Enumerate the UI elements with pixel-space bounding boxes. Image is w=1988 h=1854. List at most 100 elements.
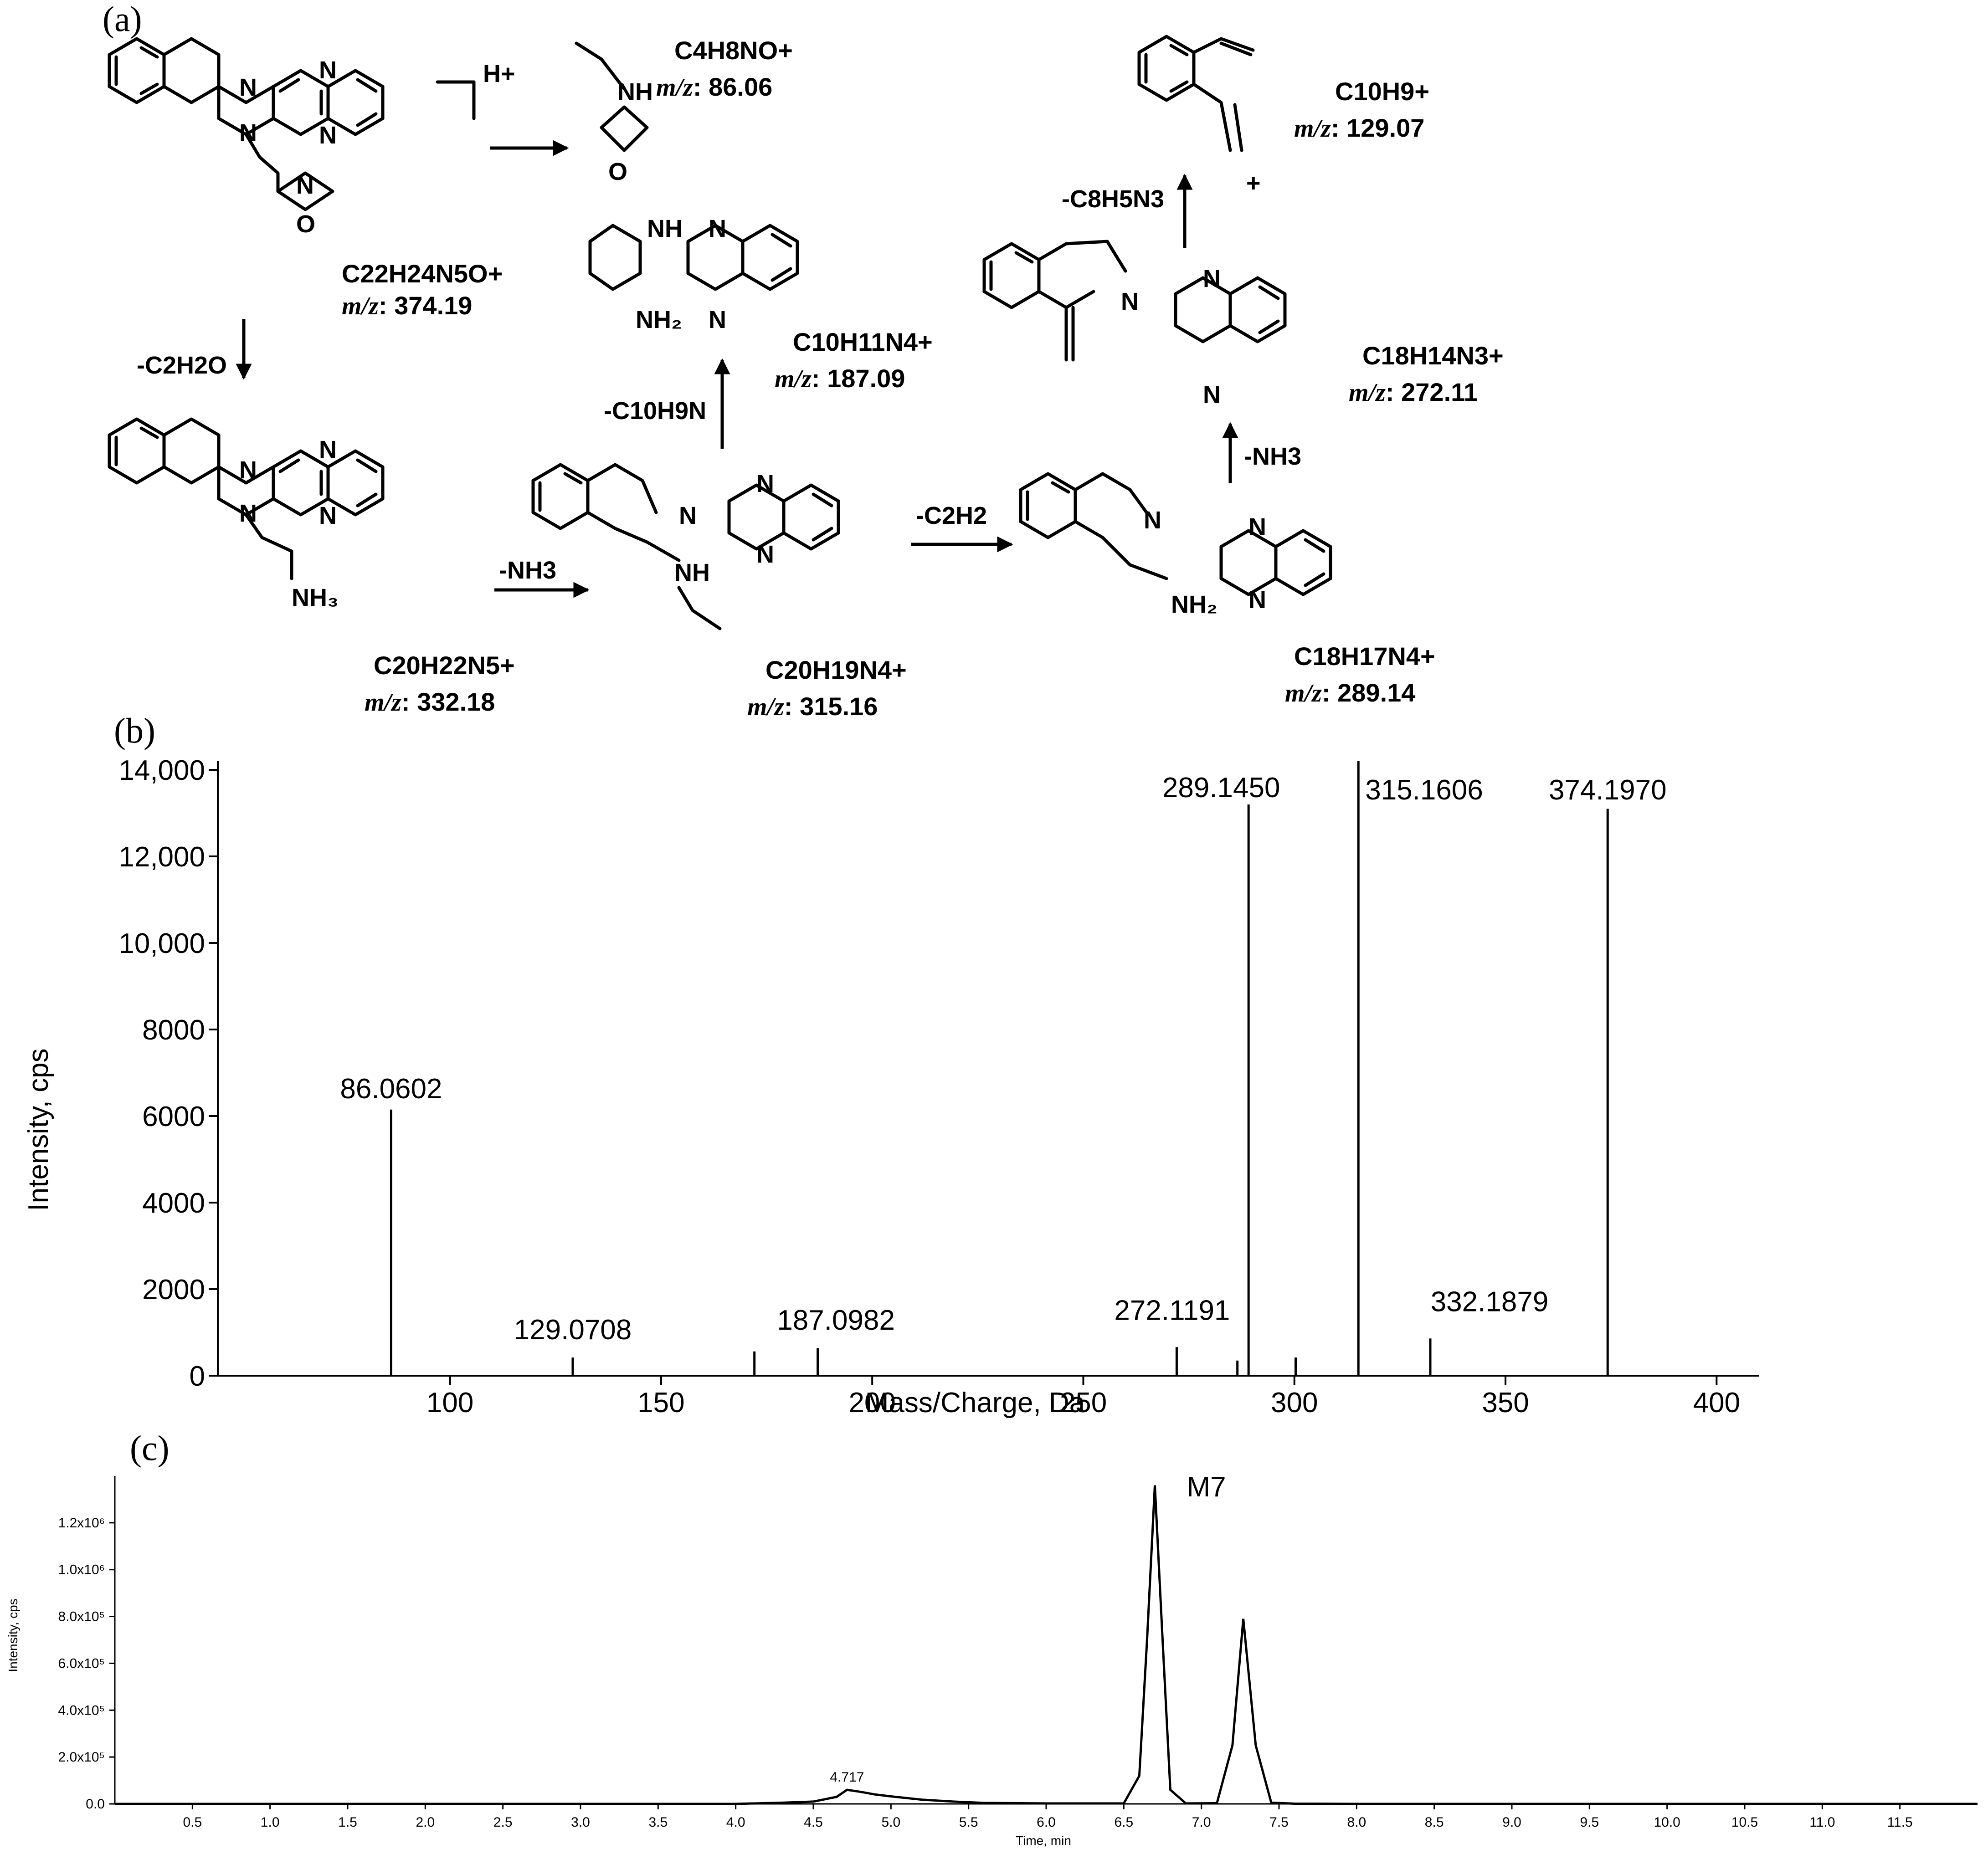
morpholinium-structure: [575, 41, 649, 152]
spectrum-peaks: [390, 761, 1609, 1376]
spectrum-y-tick-label: 10,000: [118, 928, 205, 959]
chromatogram-y-tick-label: 1.0x10⁶: [58, 1562, 105, 1577]
loss-c10h9n: -C10H9N: [604, 397, 706, 425]
chromatogram-x-tick-label: 6.5: [1114, 1815, 1133, 1830]
chromatogram-x-tick-label: 9.0: [1502, 1815, 1521, 1830]
aminoethyl-n4: N: [239, 500, 257, 527]
spectrum-x-tick-label: 350: [1482, 1387, 1529, 1419]
loss-nh3-b: -NH3: [1244, 443, 1301, 470]
chromatogram-x-tick-label: 5.0: [881, 1815, 900, 1830]
iminium-n1: N: [1203, 265, 1221, 292]
vinyl-n2: N: [756, 470, 774, 497]
vinyl-mz-label: m/z: [747, 693, 784, 721]
svg-text:m/z: 187.09: m/z: 187.09: [775, 364, 905, 393]
chromatogram-x-tick-label: 3.5: [648, 1815, 668, 1830]
chromatogram-x-tick-label: 0.5: [183, 1815, 202, 1830]
chromatogram-chart: (c) 0.02.0x10⁵4.0x10⁵6.0x10⁵8.0x10⁵1.0x1…: [6, 1428, 1978, 1848]
spectrum-x-tick-label: 100: [426, 1387, 473, 1419]
panel-label-a: (a): [103, 0, 142, 39]
aminoethyl-structure: [108, 417, 385, 580]
iminium-n2: N: [1203, 381, 1221, 409]
chromatogram-x-tick-label: 7.0: [1192, 1815, 1211, 1830]
iminium-structure: [982, 240, 1287, 362]
svg-text:m/z: 86.06: m/z: 86.06: [656, 72, 772, 102]
chromatogram-y-axis-title: Intensity, cps: [6, 1598, 20, 1672]
parent-structure: [108, 37, 476, 211]
iminium-formula: C18H14N3+: [1362, 341, 1504, 370]
chromatogram-x-axis-title: Time, min: [1016, 1834, 1071, 1848]
spectrum-y-tick-label: 14,000: [118, 755, 205, 786]
tetrahydro-nh2: NH₂: [636, 306, 682, 333]
iminium-mz: 272.11: [1401, 378, 1478, 406]
chromatogram-x-tick-label: 1.0: [261, 1815, 280, 1830]
spectrum-peak-label: 332.1879: [1431, 1286, 1549, 1317]
panel-label-c: (c): [130, 1428, 170, 1468]
chromatogram-x-tick-label: 4.5: [804, 1815, 823, 1830]
styrene-structure: [1137, 35, 1255, 152]
chromatogram-y-tick-label: 0.0: [86, 1797, 105, 1812]
chromatogram-y-tick-label: 8.0x10⁵: [58, 1609, 105, 1624]
spectrum-x-tick-label: 400: [1693, 1387, 1740, 1419]
styrene-plus: +: [1246, 169, 1261, 197]
chromatogram-x-tick-label: 9.5: [1580, 1815, 1599, 1830]
tetrahydro-n2: N: [709, 306, 726, 333]
parent-n-ring: N: [239, 74, 257, 101]
parent-mz-label: m/z: [342, 292, 379, 320]
desvinyl-n3: N: [1248, 586, 1266, 614]
chromatogram-x-tick-label: 11.5: [1887, 1815, 1913, 1830]
loss-c2h2o: -C2H2O: [137, 352, 227, 379]
spectrum-y-tick-label: 2000: [142, 1274, 205, 1306]
spectrum-peak-label: 289.1450: [1162, 772, 1280, 804]
svg-text:m/z: 129.07: m/z: 129.07: [1294, 113, 1424, 143]
aminoethyl-n2: N: [319, 436, 337, 463]
styrene-formula: C10H9+: [1335, 77, 1429, 106]
chromatogram-y-tick-label: 1.2x10⁶: [58, 1516, 105, 1531]
morpholinium-mz: 86.06: [709, 72, 772, 101]
vinyl-nh: NH: [674, 559, 710, 586]
chromatogram-x-tick-label: 3.0: [571, 1815, 590, 1830]
vinyl-n3: N: [756, 541, 774, 568]
iminium-mz-label: m/z: [1349, 379, 1386, 407]
chromatogram-x-tick-label: 8.0: [1347, 1815, 1366, 1830]
spectrum-peak-label: 129.0708: [514, 1314, 632, 1346]
scheme-svg: (a) N N N N N O H+ C22H24N5O+ m/z: 374.1…: [103, 0, 1504, 721]
protonation-label: H+: [483, 60, 515, 87]
spectrum-peak-label: 272.1191: [1114, 1295, 1230, 1326]
tetrahydro-mz: 187.09: [827, 364, 905, 393]
vinyl-formula: C20H19N4+: [765, 656, 907, 684]
parent-formula: C22H24N5O+: [342, 259, 503, 288]
chromatogram-x-tick-label: 8.5: [1425, 1815, 1444, 1830]
parent-mz: 374.19: [394, 291, 472, 320]
svg-text:m/z: 272.11: m/z: 272.11: [1349, 378, 1478, 407]
morpholinium-mz-label: m/z: [656, 73, 693, 102]
spectrum-y-tick-label: 6000: [142, 1101, 205, 1132]
parent-n-morpholine: N: [296, 172, 314, 199]
spectrum-y-tick-label: 12,000: [118, 841, 205, 873]
spectrum-y-tick-label: 0: [190, 1361, 205, 1392]
spectrum-y-axis-title: Intensity, cps: [23, 1048, 54, 1211]
n-morpholinium: NH: [617, 78, 653, 106]
tetrahydro-mz-label: m/z: [775, 365, 812, 393]
chromatogram-trace: [115, 1485, 1978, 1805]
chromatogram-x-tick-label: 10.0: [1654, 1815, 1680, 1830]
svg-text:m/z: 374.19: m/z: 374.19: [342, 291, 472, 320]
chromatogram-y-tick-label: 6.0x10⁵: [58, 1656, 105, 1671]
chromatogram-x-tick-label: 10.5: [1731, 1815, 1758, 1830]
vinyl-structure: [531, 463, 840, 630]
chromatogram-x-tick-label: 5.5: [959, 1815, 978, 1830]
fragmentation-scheme: (a) N N N N N O H+ C22H24N5O+ m/z: 374.1…: [0, 0, 1988, 738]
parent-n-pyrazine-1: N: [319, 56, 337, 84]
aminoethyl-mz-label: m/z: [365, 688, 401, 717]
desvinyl-mz: 289.14: [1337, 678, 1415, 707]
svg-text:m/z: 315.16: m/z: 315.16: [747, 692, 878, 721]
tetrahydro-structure: [588, 224, 799, 291]
tetrahydro-n1: N: [709, 215, 726, 242]
svg-text:m/z: 289.14: m/z: 289.14: [1285, 678, 1415, 707]
loss-c2h2: -C2H2: [916, 502, 987, 529]
aminoethyl-n1: N: [239, 456, 257, 484]
loss-nh3-a: -NH3: [499, 557, 556, 584]
spectrum-peak-label: 187.0982: [777, 1305, 895, 1336]
vinyl-n1: N: [679, 502, 697, 529]
